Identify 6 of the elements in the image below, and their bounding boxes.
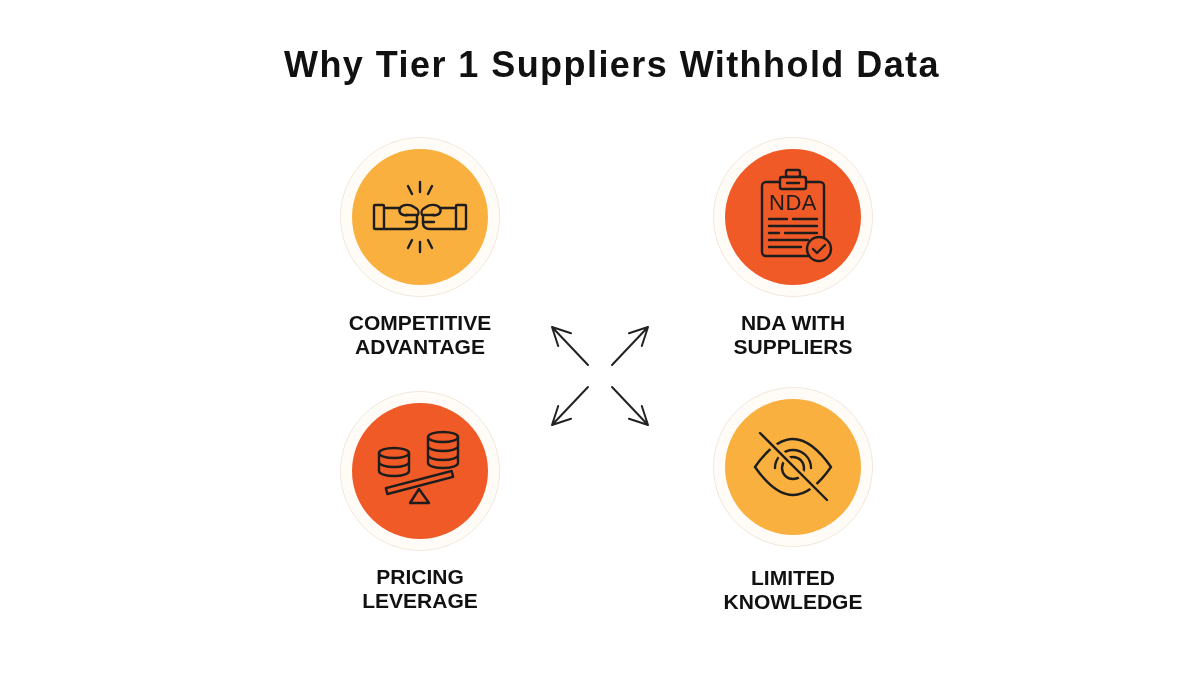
factor-label: PRICING LEVERAGE: [361, 565, 479, 613]
icon-text: NDA: [769, 191, 817, 215]
factor-label: COMPETITIVE ADVANTAGE: [347, 311, 493, 359]
factor-label: NDA WITH SUPPLIERS: [732, 311, 854, 359]
factor-label: LIMITED KNOWLEDGE: [722, 566, 864, 614]
title: Why Tier 1 Suppliers Withhold Data: [284, 43, 940, 87]
